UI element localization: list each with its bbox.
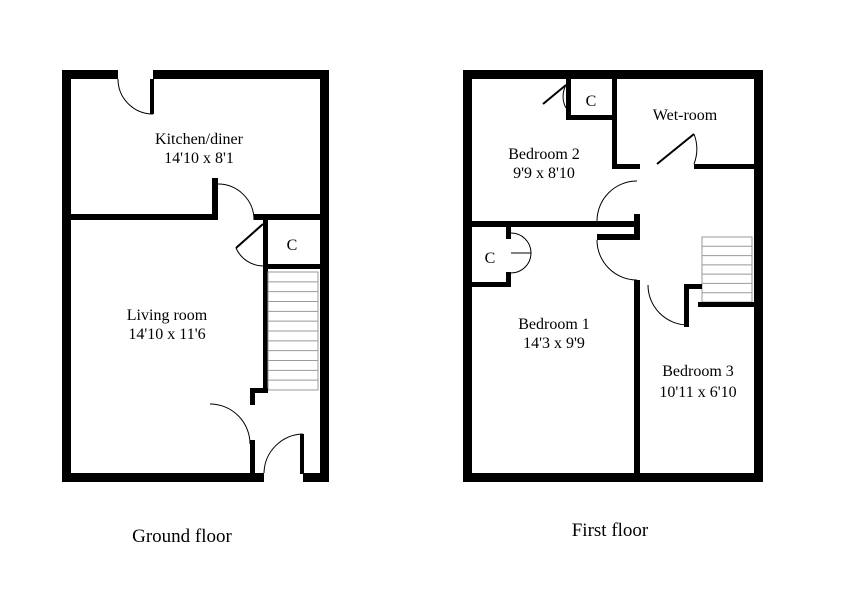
ff-bed2-cupboard-door [542,84,567,105]
living-room-name: Living room [127,307,208,324]
first-floor-caption: First floor [572,520,649,541]
gf-cupboard-door-swing [235,247,264,267]
ff-bed2-door-swing [596,180,638,222]
ff-bed3-door-swing [647,284,689,326]
ff-bed2-cupboard-swing [562,84,567,109]
ff-wetroom-bottom-right [694,164,754,169]
gf-kitchen-door-leaf [150,79,154,114]
gf-internal-door-swing [217,183,255,221]
ff-bed2-cupboard-label: C [586,93,597,110]
bedroom3-name: Bedroom 3 [662,363,734,380]
ff-bed3-wall-left [684,284,689,327]
ff-bed1-cupboard-swing-top [510,232,532,254]
ff-top-wall [463,70,763,79]
bedroom3-dims: 10'11 x 6'10 [659,384,736,401]
gf-bottom-wall-right [303,473,329,482]
ff-bed1-cupboard-wall-bottom [506,272,511,287]
ff-bottom-wall [463,473,763,482]
bedroom1-name: Bedroom 1 [518,316,590,333]
ff-left-wall [463,70,472,482]
gf-right-wall [320,70,329,482]
first-floor-plan: Bedroom 2 9'9 x 8'10 Wet-room C C Bedroo… [463,70,763,541]
ground-floor-plan: Kitchen/diner 14'10 x 8'1 Living room 14… [62,70,329,547]
ff-bed1-door-swing [596,239,638,281]
ground-floor-caption: Ground floor [132,526,232,547]
ff-bed1-cupboard-wall-top [506,227,511,239]
gf-top-wall-right [153,70,329,79]
gf-front-door-swing [263,433,304,474]
gf-cupboard-door-leaf [235,223,264,249]
ff-wetroom-bottom-left [612,164,640,169]
ff-bed3-top-wall [698,302,754,307]
gf-staircase [267,271,319,391]
ff-bed1-cupboard-swing-bottom [510,252,532,274]
ff-staircase [701,236,753,303]
ff-landing-stub [634,214,640,240]
ff-bed1-cupboard-bottom [472,282,510,287]
gf-partition-wall [71,214,218,220]
gf-partition-wall-right [254,214,320,220]
kitchen-dims: 14'10 x 8'1 [164,150,234,167]
gf-hall-door-swing [209,403,251,445]
gf-left-wall [62,70,71,482]
gf-hall-wall-lower [250,440,255,473]
gf-hall-wall-stub [250,388,255,405]
ff-bed3-wall-top [684,284,702,289]
gf-top-wall-left [62,70,118,79]
ff-landing-wall [597,234,640,240]
gf-front-door-leaf [300,434,304,474]
gf-kitchen-door-swing [117,78,154,115]
ff-bed2-bottom-wall [472,221,640,227]
gf-cupboard-wall [263,220,268,266]
gf-partition-stub [212,178,218,220]
wetroom-name: Wet-room [653,107,718,124]
kitchen-name: Kitchen/diner [155,131,244,148]
ff-wetroom-left-wall [612,79,617,169]
ff-right-wall [754,70,763,482]
bedroom2-dims: 9'9 x 8'10 [513,165,575,182]
ff-wetroom-door-leaf [656,133,695,165]
gf-hall-wall [250,388,268,393]
bedroom1-dims: 14'3 x 9'9 [523,335,585,352]
ff-bed2-cupboard-wall [566,79,571,119]
living-room-dims: 14'10 x 11'6 [128,326,205,343]
bedroom2-name: Bedroom 2 [508,146,580,163]
ff-bed2-cupboard-bottom [566,115,612,120]
ff-wetroom-door-swing [693,133,698,165]
gf-cupboard-floor-wall [263,264,320,269]
gf-bottom-wall-left [62,473,264,482]
gf-stair-wall [263,269,268,393]
gf-cupboard-label: C [287,237,298,254]
ff-bed1-cupboard-label: C [485,250,496,267]
ff-bed1-bed3-wall [634,280,640,473]
